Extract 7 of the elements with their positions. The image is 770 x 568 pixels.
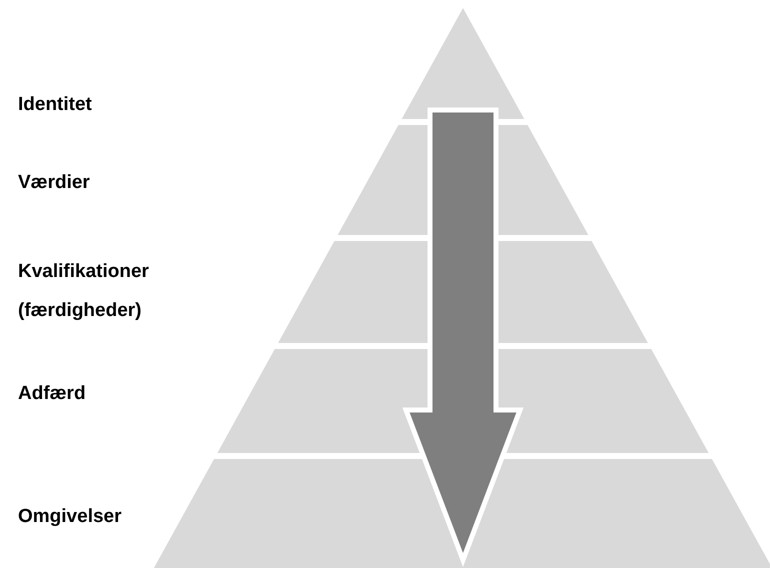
block-arrow xyxy=(402,108,524,568)
layer-label: Kvalifikationer (færdigheder) xyxy=(18,260,150,323)
layer-label: Identitet xyxy=(18,93,93,117)
pyramid-layer xyxy=(154,459,770,568)
layer-label: Omgivelser xyxy=(18,505,122,529)
layer-label: Adfærd xyxy=(18,382,87,406)
layer-label: Værdier xyxy=(18,171,91,195)
